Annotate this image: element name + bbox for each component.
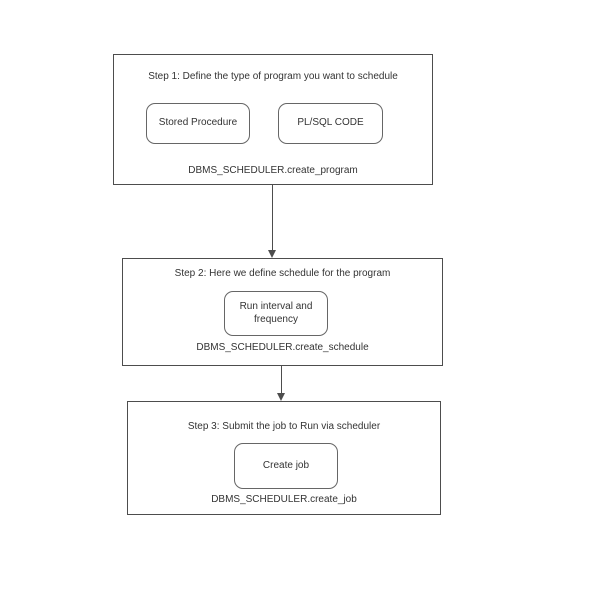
arrow-step1-to-step2-head-icon bbox=[268, 250, 276, 258]
step3-title: Step 3: Submit the job to Run via schedu… bbox=[187, 421, 381, 432]
step1-container: Step 1: Define the type of program you w… bbox=[113, 54, 433, 185]
stored-procedure-label: Stored Procedure bbox=[158, 117, 238, 129]
step2-container: Step 2: Here we define schedule for the … bbox=[122, 258, 443, 366]
step2-title: Step 2: Here we define schedule for the … bbox=[174, 268, 391, 279]
step1-title: Step 1: Define the type of program you w… bbox=[148, 71, 398, 82]
arrow-step2-to-step3-line bbox=[281, 366, 282, 393]
run-interval-label: Run interval and frequency bbox=[239, 301, 313, 325]
step2-caption: DBMS_SCHEDULER.create_schedule bbox=[196, 342, 369, 353]
create-job-label: Create job bbox=[262, 459, 310, 471]
create-job-node: Create job bbox=[234, 443, 338, 489]
run-interval-node: Run interval and frequency bbox=[224, 291, 328, 336]
step3-container: Step 3: Submit the job to Run via schedu… bbox=[127, 401, 441, 515]
stored-procedure-node: Stored Procedure bbox=[146, 103, 250, 144]
step1-caption: DBMS_SCHEDULER.create_program bbox=[188, 165, 358, 176]
plsql-code-node: PL/SQL CODE bbox=[278, 103, 383, 144]
step3-caption: DBMS_SCHEDULER.create_job bbox=[211, 494, 357, 505]
plsql-code-label: PL/SQL CODE bbox=[297, 117, 364, 129]
arrow-step1-to-step2-line bbox=[272, 185, 273, 250]
arrow-step2-to-step3-head-icon bbox=[277, 393, 285, 401]
